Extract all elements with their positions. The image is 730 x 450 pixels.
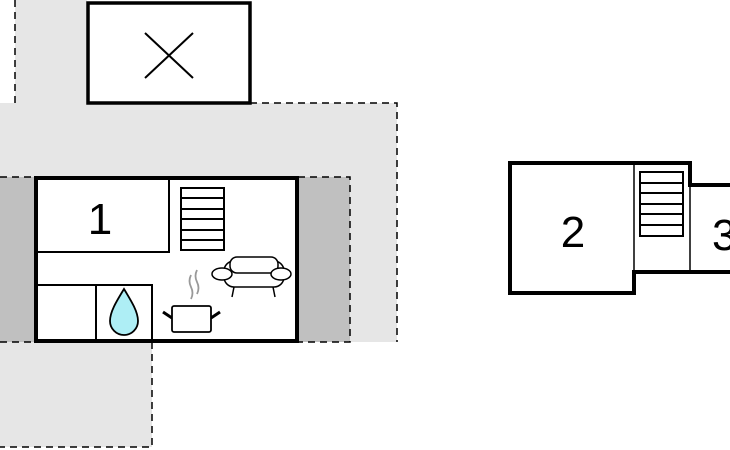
building-1: 1 — [34, 176, 299, 343]
building-2: 2 3 — [508, 161, 730, 295]
sofa-icon — [211, 256, 292, 298]
room-label-1: 1 — [88, 195, 112, 244]
room-label-3: 3 — [712, 211, 730, 260]
water-drop-icon — [109, 287, 139, 336]
cooking-pot-icon — [162, 269, 221, 333]
covered-terrace-right — [298, 176, 351, 343]
stairs-icon — [180, 187, 225, 251]
covered-terrace-left — [0, 176, 35, 343]
stairs-icon — [639, 171, 684, 237]
room-label-2: 2 — [561, 208, 585, 257]
unavailable-cross-icon — [86, 1, 252, 105]
